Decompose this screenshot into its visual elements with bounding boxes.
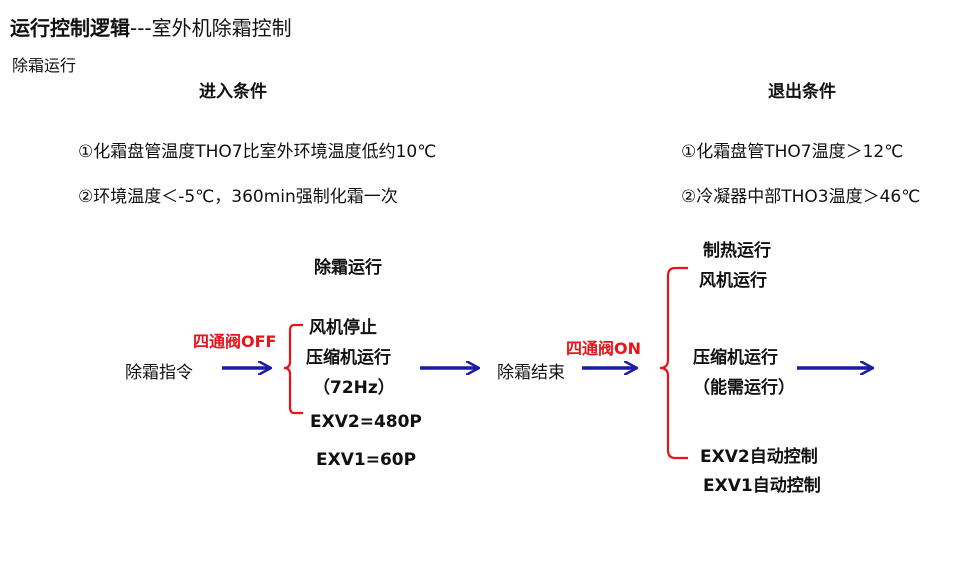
after-action-heating: 制热运行: [703, 241, 771, 261]
defrost-action-exv1: EXV1=60P: [316, 450, 417, 470]
bracket-after-actions: [659, 266, 688, 460]
defrost-action-compressor: 压缩机运行: [306, 348, 391, 368]
valve-off-label: 四通阀OFF: [193, 332, 277, 351]
exit-heading: 退出条件: [768, 82, 836, 102]
defrost-action-exv2: EXV2=480P: [310, 412, 422, 432]
entry-heading: 进入条件: [199, 82, 267, 102]
after-action-fan: 风机运行: [699, 271, 767, 291]
valve-on-label: 四通阀ON: [566, 339, 641, 358]
page-title: 运行控制逻辑---室外机除霜控制: [10, 12, 292, 41]
defrost-command-node: 除霜指令: [125, 363, 193, 383]
after-action-demand: （能需运行）: [693, 378, 795, 398]
defrost-action-frequency: （72Hz）: [313, 378, 395, 398]
entry-condition-2: ②环境温度＜-5℃，360min强制化霜一次: [78, 187, 398, 207]
exit-condition-2: ②冷凝器中部THO3温度＞46℃: [681, 187, 921, 207]
page-title-rest: ---室外机除霜控制: [130, 16, 292, 40]
exit-condition-1: ①化霜盘管THO7温度＞12℃: [681, 142, 904, 162]
after-action-exv2: EXV2自动控制: [700, 447, 818, 467]
defrost-end-node: 除霜结束: [497, 363, 565, 383]
after-action-exv1: EXV1自动控制: [703, 476, 821, 496]
page-title-bold: 运行控制逻辑: [10, 16, 130, 40]
defrost-action-fan-stop: 风机停止: [309, 318, 377, 338]
section-subtitle: 除霜运行: [12, 56, 77, 75]
entry-condition-1: ①化霜盘管温度THO7比室外环境温度低约10℃: [78, 142, 437, 162]
bracket-defrost-actions: [283, 323, 303, 415]
after-action-compressor: 压缩机运行: [693, 348, 778, 368]
defrost-run-heading: 除霜运行: [314, 258, 382, 278]
